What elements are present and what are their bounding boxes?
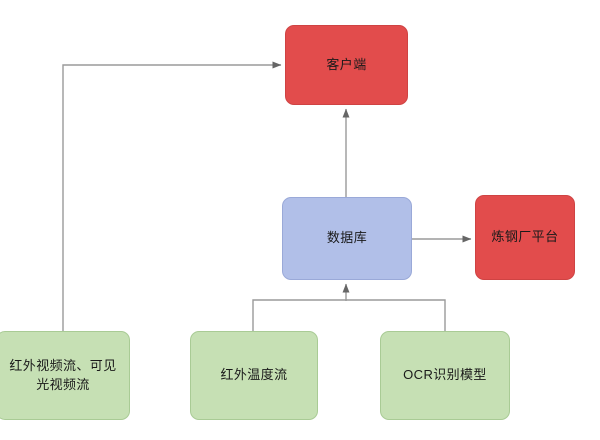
edge-video-streams-to-client bbox=[62, 61, 282, 331]
node-client[interactable]: 客户端 bbox=[285, 25, 408, 105]
node-infrared-temperature-stream[interactable]: 红外温度流 bbox=[190, 331, 318, 420]
node-steel-mill-platform-label: 炼钢厂平台 bbox=[491, 229, 559, 245]
node-client-label: 客户端 bbox=[326, 56, 367, 72]
node-database-label: 数据库 bbox=[326, 230, 368, 246]
node-video-streams[interactable]: 红外视频流、可见 光视频流 bbox=[0, 331, 130, 420]
node-ocr-model-label: OCR识别模型 bbox=[403, 367, 487, 383]
node-database[interactable]: 数据库 bbox=[282, 197, 412, 280]
edge-sources-to-database bbox=[252, 283, 446, 331]
node-video-streams-label: 红外视频流、可见 光视频流 bbox=[9, 357, 117, 392]
node-infrared-temperature-stream-label: 红外温度流 bbox=[220, 367, 288, 383]
node-ocr-model[interactable]: OCR识别模型 bbox=[380, 331, 510, 420]
node-steel-mill-platform[interactable]: 炼钢厂平台 bbox=[475, 195, 575, 280]
